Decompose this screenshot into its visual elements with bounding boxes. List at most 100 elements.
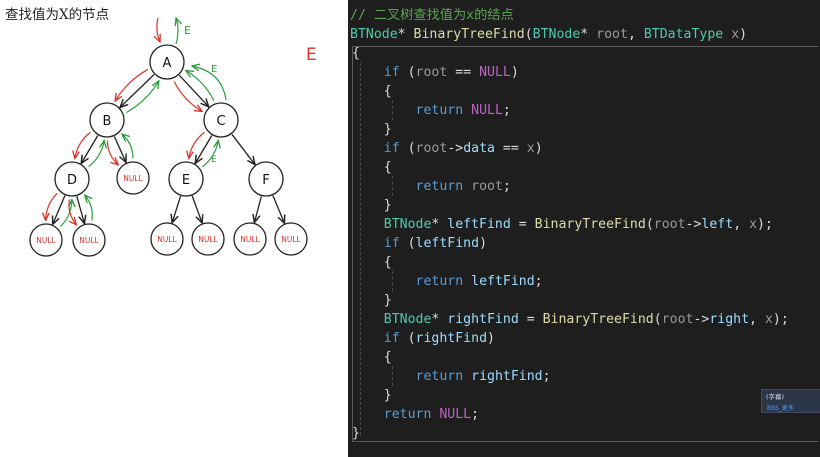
tree-edge-F-N6 — [254, 196, 262, 222]
code-line: BTNode* leftFind = BinaryTreeFind(root->… — [352, 215, 773, 234]
null-node: NULL — [116, 161, 150, 195]
code-line: return NULL; — [352, 405, 479, 424]
tree-edge-C-F — [231, 133, 255, 164]
code-token: NULL — [471, 103, 503, 118]
code-token: -> — [693, 312, 710, 327]
code-token: * — [431, 217, 448, 232]
tree-node-C: C — [203, 102, 239, 138]
tree-node-F: F — [248, 161, 284, 197]
tree-edge-D-N2 — [53, 195, 66, 225]
code-token — [352, 312, 384, 327]
code-token: ( — [645, 217, 654, 232]
function-block-outline — [352, 46, 818, 442]
code-token: // 二叉树查找值为x的结点 — [350, 8, 514, 23]
code-token: ( — [399, 65, 416, 80]
code-token: root — [661, 312, 694, 327]
node-label: F — [262, 173, 269, 188]
code-token — [463, 179, 471, 194]
code-token: ); — [757, 217, 773, 232]
code-line: // 二叉树查找值为x的结点 — [350, 6, 514, 25]
code-line: return leftFind; — [352, 272, 543, 291]
node-label: NULL — [240, 235, 260, 244]
code-token: leftFind — [471, 274, 535, 289]
code-token: * — [397, 27, 414, 42]
code-token: leftFind — [415, 236, 480, 251]
code-line: if (root == NULL) — [352, 63, 519, 82]
code-token — [352, 407, 384, 422]
code-token: NULL — [439, 407, 472, 422]
code-line: if (leftFind) — [352, 234, 487, 253]
popup-caption: (字幕) — [766, 393, 785, 401]
null-node: NULL — [150, 222, 184, 256]
descend-arrow-A-C — [173, 81, 202, 111]
code-token — [352, 217, 384, 232]
code-token: -> — [685, 217, 702, 232]
code-token: * — [580, 27, 597, 42]
node-label: NULL — [157, 235, 177, 244]
code-token: ( — [524, 27, 533, 42]
code-line: return rightFind; — [352, 367, 551, 386]
node-label: NULL — [36, 236, 56, 245]
popup-link[interactable]: BBS_更多 — [767, 405, 794, 412]
code-token: , — [627, 27, 644, 42]
code-token: right — [709, 312, 750, 327]
tree-edge-D-N3 — [76, 196, 85, 223]
tree-node-D: D — [54, 161, 90, 197]
code-token: return — [415, 369, 464, 384]
code-token: } — [352, 388, 392, 403]
code-token — [352, 141, 384, 156]
code-token: return — [383, 407, 432, 422]
code-token: root — [596, 27, 628, 42]
code-token: leftFind — [447, 217, 511, 232]
code-line: { — [352, 44, 360, 63]
return-arrow-B-A — [125, 81, 159, 114]
code-token: return — [415, 274, 464, 289]
code-token: ; — [542, 369, 551, 384]
subtitle-popup[interactable]: (字幕) BBS_更多 — [761, 389, 820, 413]
code-token: { — [352, 160, 392, 175]
code-token — [463, 103, 471, 118]
node-label: E — [182, 173, 190, 188]
exit-arrow — [176, 18, 178, 45]
code-token: if — [383, 141, 400, 156]
code-line: if (root->data == x) — [352, 139, 543, 158]
code-token: rightFind — [471, 369, 543, 384]
code-token: root — [471, 179, 503, 194]
code-token: ( — [653, 312, 662, 327]
code-token: root — [415, 141, 448, 156]
code-token — [352, 236, 384, 251]
code-token: -> — [447, 141, 464, 156]
node-label: D — [67, 173, 77, 188]
return-arrow-C-A-outer — [192, 66, 227, 101]
code-token: { — [352, 46, 360, 61]
code-token — [352, 103, 416, 118]
indent-guide — [392, 271, 393, 291]
indent-guide — [360, 63, 361, 435]
code-token: x — [749, 217, 758, 232]
code-token: BTNode — [383, 312, 432, 327]
entry-arrow — [157, 17, 160, 42]
null-node: NULL — [72, 223, 106, 257]
code-line: BTNode* rightFind = BinaryTreeFind(root-… — [352, 310, 789, 329]
code-token: rightFind — [415, 331, 488, 346]
tree-edge-E-N4 — [172, 195, 182, 223]
node-label: NULL — [123, 174, 143, 183]
code-token — [352, 65, 384, 80]
code-line: { — [352, 158, 392, 177]
code-token: * — [431, 312, 448, 327]
code-token: ) — [479, 236, 488, 251]
code-token: } — [352, 426, 360, 441]
node-label: NULL — [281, 235, 301, 244]
code-line: } — [352, 291, 392, 310]
code-token: } — [352, 122, 392, 137]
code-token: ) — [487, 331, 495, 346]
code-token — [463, 369, 471, 384]
return-arrow-N2-D — [59, 200, 71, 228]
code-line: } — [352, 120, 392, 139]
code-token: left — [701, 217, 734, 232]
code-token: == — [494, 141, 527, 156]
code-token: x — [764, 312, 773, 327]
null-node: NULL — [29, 223, 63, 257]
